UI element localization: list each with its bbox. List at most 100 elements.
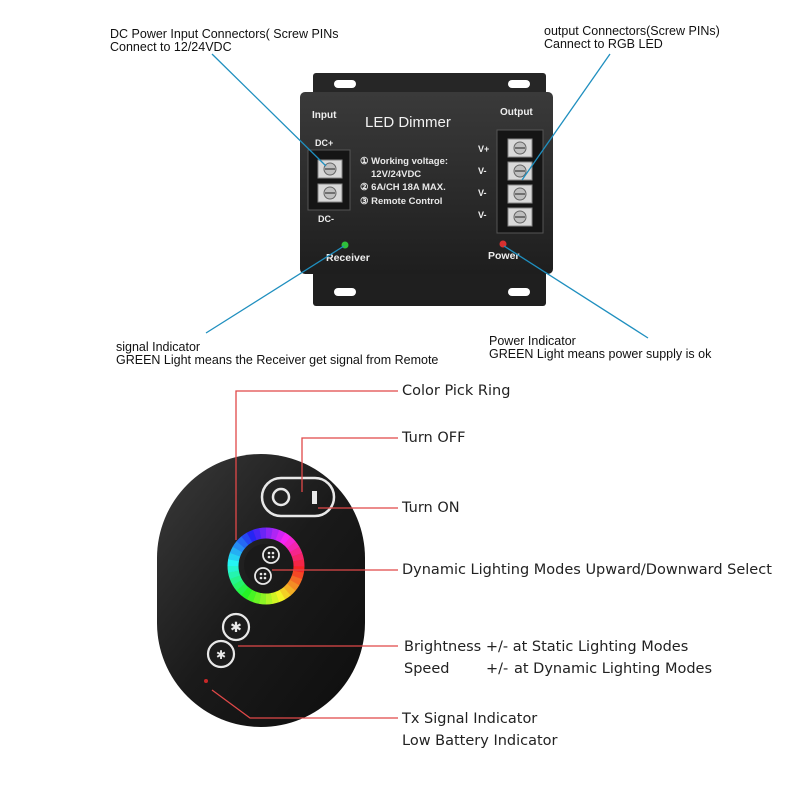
dot-icon <box>271 551 275 555</box>
color-ring-segment[interactable] <box>228 570 241 580</box>
callout-line: output Connectors(Screw PINs) <box>544 24 720 38</box>
flange-hole <box>508 288 530 296</box>
color-ring-segment[interactable] <box>275 529 286 543</box>
callout-line: Connect to 12/24VDC <box>110 40 232 54</box>
v-label: V- <box>478 166 487 176</box>
color-ring-segment[interactable] <box>270 528 280 541</box>
color-pick-ring[interactable] <box>227 527 305 605</box>
callout-line: GREEN Light means the Receiver get signa… <box>116 353 439 367</box>
power-leader <box>503 245 649 339</box>
turn-off-leader <box>301 437 398 492</box>
output-callout: output Connectors(Screw PINs) Cannect to… <box>544 25 720 51</box>
callout-line: Power Indicator <box>489 334 576 348</box>
color-ring-segment[interactable] <box>283 583 296 596</box>
color-ring-segment[interactable] <box>279 532 292 546</box>
brightness-up-button[interactable] <box>221 612 251 642</box>
tx-battery-callout: Tx Signal Indicator Low Battery Indicato… <box>402 708 558 752</box>
mode-up-button[interactable] <box>262 546 280 564</box>
output-screw <box>507 138 533 158</box>
color-ring-segment[interactable] <box>289 575 303 586</box>
dot-icon <box>263 572 267 576</box>
output-screw <box>507 161 533 181</box>
callout-text: Brightness +/- at Static Lighting Modes <box>404 639 689 655</box>
output-screw <box>507 207 533 227</box>
off-button-icon[interactable] <box>271 487 291 507</box>
callout-text: Color Pick Ring <box>402 383 511 399</box>
color-ring-segment[interactable] <box>259 527 267 539</box>
color-ring-segment[interactable] <box>252 591 262 604</box>
turn-off-callout: Turn OFF <box>402 427 465 449</box>
color-ring-segment[interactable] <box>275 589 286 603</box>
signal-indicator-callout: signal Indicator GREEN Light means the R… <box>116 341 438 367</box>
color-ring-segment[interactable] <box>227 558 239 567</box>
top-flange <box>313 73 546 97</box>
color-ring-segment[interactable] <box>265 593 273 605</box>
color-ring-segment[interactable] <box>279 586 291 600</box>
input-label: Input <box>312 110 337 121</box>
flange-hole <box>508 80 530 88</box>
spec-line-1: ① Working voltage: <box>360 156 448 167</box>
spec-line-3: ③ Remote Control <box>360 196 442 207</box>
color-ring-segment[interactable] <box>252 528 262 541</box>
power-label: Power <box>488 250 520 262</box>
callout-text: Turn ON <box>402 500 460 516</box>
color-ring-segment[interactable] <box>289 546 303 557</box>
flange-hole <box>334 80 356 88</box>
color-ring-segment[interactable] <box>246 529 257 543</box>
callout-line: GREEN Light means power supply is ok <box>489 347 712 361</box>
color-ring-segment[interactable] <box>228 552 241 562</box>
color-ring-segment[interactable] <box>291 552 304 562</box>
callout-text: Dynamic Lighting Modes Upward/Downward S… <box>402 562 772 578</box>
color-ring-segment[interactable] <box>291 570 304 580</box>
color-ring-segment[interactable] <box>283 536 296 549</box>
spec-line-2: ② 6A/CH 18A MAX. <box>360 182 446 193</box>
callout-text: Tx Signal Indicator <box>402 711 538 727</box>
dc-plus-label: DC+ <box>315 138 333 148</box>
tx-indicator-led <box>204 679 208 683</box>
color-ring-segment[interactable] <box>286 579 300 592</box>
color-ring-segment[interactable] <box>236 536 249 549</box>
callout-text: Speed <box>404 661 450 677</box>
output-screw <box>507 184 533 204</box>
color-ring-segment[interactable] <box>229 575 243 586</box>
color-ring-segment[interactable] <box>258 593 267 605</box>
color-ring-callout: Color Pick Ring <box>402 380 510 402</box>
color-ring-segment[interactable] <box>232 540 246 553</box>
brightness-speed-callout: Brightness +/- at Static Lighting Modes … <box>404 636 712 680</box>
callout-text: at Dynamic Lighting Modes <box>514 661 713 677</box>
color-ring-segment[interactable] <box>232 579 246 591</box>
v-label: V- <box>478 188 487 198</box>
dot-icon <box>271 555 275 559</box>
speed-line: Speed +/- at Dynamic Lighting Modes <box>404 658 712 680</box>
remote-control: ✱ ✱ <box>157 454 365 727</box>
tx-leader <box>211 689 398 719</box>
color-ring-segment[interactable] <box>270 591 280 604</box>
color-ring-segment[interactable] <box>240 586 253 600</box>
color-ring-segment[interactable] <box>227 565 239 573</box>
dc-input-leader <box>211 53 327 167</box>
color-ring-segment[interactable] <box>236 583 249 596</box>
color-ring-segment[interactable] <box>265 527 274 539</box>
dot-icon <box>263 576 267 580</box>
callout-text: Turn OFF <box>402 430 466 446</box>
on-button-icon[interactable] <box>312 491 317 504</box>
brightness-down-button[interactable] <box>206 639 236 669</box>
dot-icon <box>259 576 263 580</box>
color-ring-segment[interactable] <box>293 565 305 574</box>
color-ring-segment[interactable] <box>229 546 243 557</box>
color-ring-segment[interactable] <box>286 541 300 553</box>
color-ring-segment[interactable] <box>246 589 257 603</box>
signal-leader <box>205 245 345 334</box>
color-ring-segment[interactable] <box>241 532 253 546</box>
dc-minus-label: DC- <box>318 214 334 224</box>
power-indicator-callout: Power Indicator GREEN Light means power … <box>489 335 711 361</box>
callout-line: signal Indicator <box>116 340 201 354</box>
dot-icon <box>259 572 263 576</box>
led-controller: Input Output LED Dimmer ① Working voltag… <box>300 73 553 306</box>
callout-text: Low Battery Indicator <box>402 733 558 749</box>
mode-down-button[interactable] <box>254 567 272 585</box>
dot-icon <box>267 551 271 555</box>
color-ring-segment[interactable] <box>293 559 305 567</box>
